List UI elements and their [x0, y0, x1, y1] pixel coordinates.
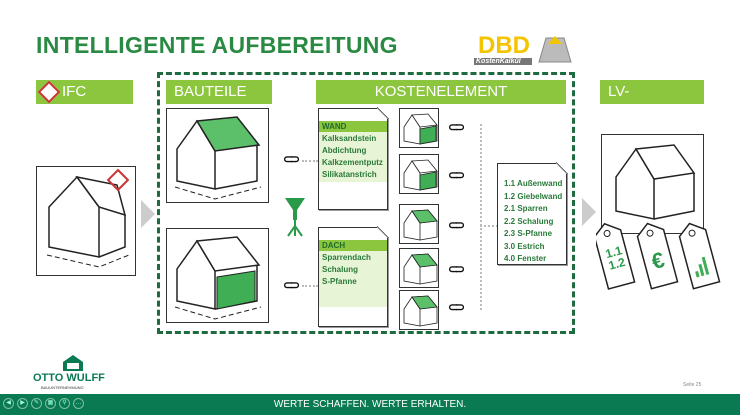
section-lv-label: LV-CONTAINER	[608, 83, 696, 124]
wand-item: Kalkzementputz	[322, 158, 383, 167]
previous-slide-button[interactable]: ◀	[3, 398, 14, 409]
house-wall-icon	[174, 236, 262, 320]
wand-item: Kalksandstein	[322, 134, 377, 143]
section-bauteile-label: BAUTEILE	[174, 83, 247, 100]
section-kostenelement: KOSTENELEMENT	[316, 80, 566, 104]
slides-overview-button[interactable]: ▦	[45, 398, 56, 409]
dach-items: Sparrendach Schalung S-Pfanne	[319, 251, 387, 307]
dbd-frame	[157, 72, 575, 334]
house-roof-icon	[174, 116, 262, 200]
lv-document: 1.1 Außenwand 1.2 Giebelwand 2.1 Sparren…	[497, 162, 568, 266]
lv-item: 4.0 Fenster	[504, 254, 547, 263]
lv-container	[601, 134, 704, 234]
next-slide-button[interactable]: ▶	[17, 398, 28, 409]
bauteil-dach	[166, 108, 269, 203]
link-icon: ⊂⊃	[448, 300, 465, 314]
kostenelement-thumbnail	[399, 108, 439, 148]
link-icon: ⊂⊃	[448, 262, 465, 276]
section-kostenelement-label: KOSTENELEMENT	[374, 83, 508, 100]
connector	[302, 285, 318, 287]
connector	[302, 160, 318, 162]
footer-bar: WERTE SCHAFFEN. WERTE ERHALTEN.	[0, 394, 740, 415]
link-icon: ⊂⊃	[448, 120, 465, 134]
page-fold	[377, 226, 389, 238]
dbd-logo-sub: KostenKalkül	[474, 58, 532, 65]
company-logo-icon	[63, 355, 83, 371]
page-title: INTELLIGENTE AUFBEREITUNG	[36, 32, 398, 58]
dbd-logo: DBD KostenKalkül	[474, 34, 574, 70]
kostenelement-thumbnail	[399, 290, 439, 330]
lv-item: 3.0 Estrich	[504, 241, 545, 251]
pyramid-icon	[538, 36, 572, 63]
link-icon: ⊂⊃	[283, 278, 300, 292]
dbd-logo-text: DBD	[478, 32, 530, 59]
kostenelement-thumbnail	[399, 154, 439, 194]
pen-tool-button[interactable]: ✎	[31, 398, 42, 409]
section-ifc-label: IFC	[62, 83, 87, 100]
house-icon	[615, 144, 696, 220]
dach-header: DACH	[319, 240, 387, 251]
bauteil-wand	[166, 228, 269, 323]
connector	[480, 124, 482, 310]
section-lv-container: LV-CONTAINER	[600, 80, 704, 124]
dach-item: Schalung	[322, 265, 359, 274]
footer-slogan: WERTE SCHAFFEN. WERTE ERHALTEN.	[273, 399, 467, 410]
page-fold	[377, 107, 389, 119]
lv-item: 2.1 Sparren	[504, 204, 548, 213]
arrow-icon	[582, 198, 596, 226]
company-name: OTTO WULFF	[33, 372, 105, 384]
zoom-button[interactable]: ⚲	[59, 398, 70, 409]
link-icon: ⊂⊃	[283, 152, 300, 166]
section-bauteile: BAUTEILE	[166, 80, 272, 104]
wand-items: Kalksandstein Abdichtung Kalkzementputz …	[319, 132, 387, 182]
more-options-button[interactable]: …	[73, 398, 84, 409]
filter-icon	[285, 198, 305, 237]
arrow-icon	[141, 200, 155, 228]
lv-items: 1.1 Außenwand 1.2 Giebelwand 2.1 Sparren…	[498, 164, 566, 266]
dach-item: Sparrendach	[322, 253, 371, 262]
lv-item: 1.1 Außenwand	[504, 179, 563, 188]
lv-item: 2.3 S-Pfanne	[504, 229, 553, 238]
kostenelement-thumbnail	[399, 248, 439, 288]
house-icon	[403, 159, 438, 191]
house-icon	[403, 209, 438, 241]
lv-item: 1.2 Giebelwand	[504, 191, 563, 201]
dach-item: S-Pfanne	[322, 277, 357, 286]
dach-document: DACH Sparrendach Schalung S-Pfanne	[318, 226, 389, 327]
house-icon	[403, 295, 438, 327]
page-number: Seite 25	[683, 382, 702, 388]
wand-item: Abdichtung	[322, 146, 367, 155]
lv-item: 2.2 Schalung	[504, 216, 554, 226]
house-icon	[46, 168, 130, 268]
link-icon: ⊂⊃	[448, 168, 465, 182]
ifc-model	[36, 166, 136, 276]
house-icon	[403, 113, 438, 145]
connector	[480, 225, 498, 227]
price-tags	[596, 222, 721, 290]
kostenelement-thumbnail	[399, 204, 439, 244]
wand-item: Silikatanstrich	[322, 170, 377, 179]
wand-header: WAND	[319, 121, 387, 132]
company-sub: BAUUNTERNEHMUNG	[41, 385, 84, 390]
link-icon: ⊂⊃	[448, 218, 465, 232]
page-fold	[556, 162, 568, 174]
wand-document: WAND Kalksandstein Abdichtung Kalkzement…	[318, 107, 389, 210]
house-icon	[403, 253, 438, 285]
